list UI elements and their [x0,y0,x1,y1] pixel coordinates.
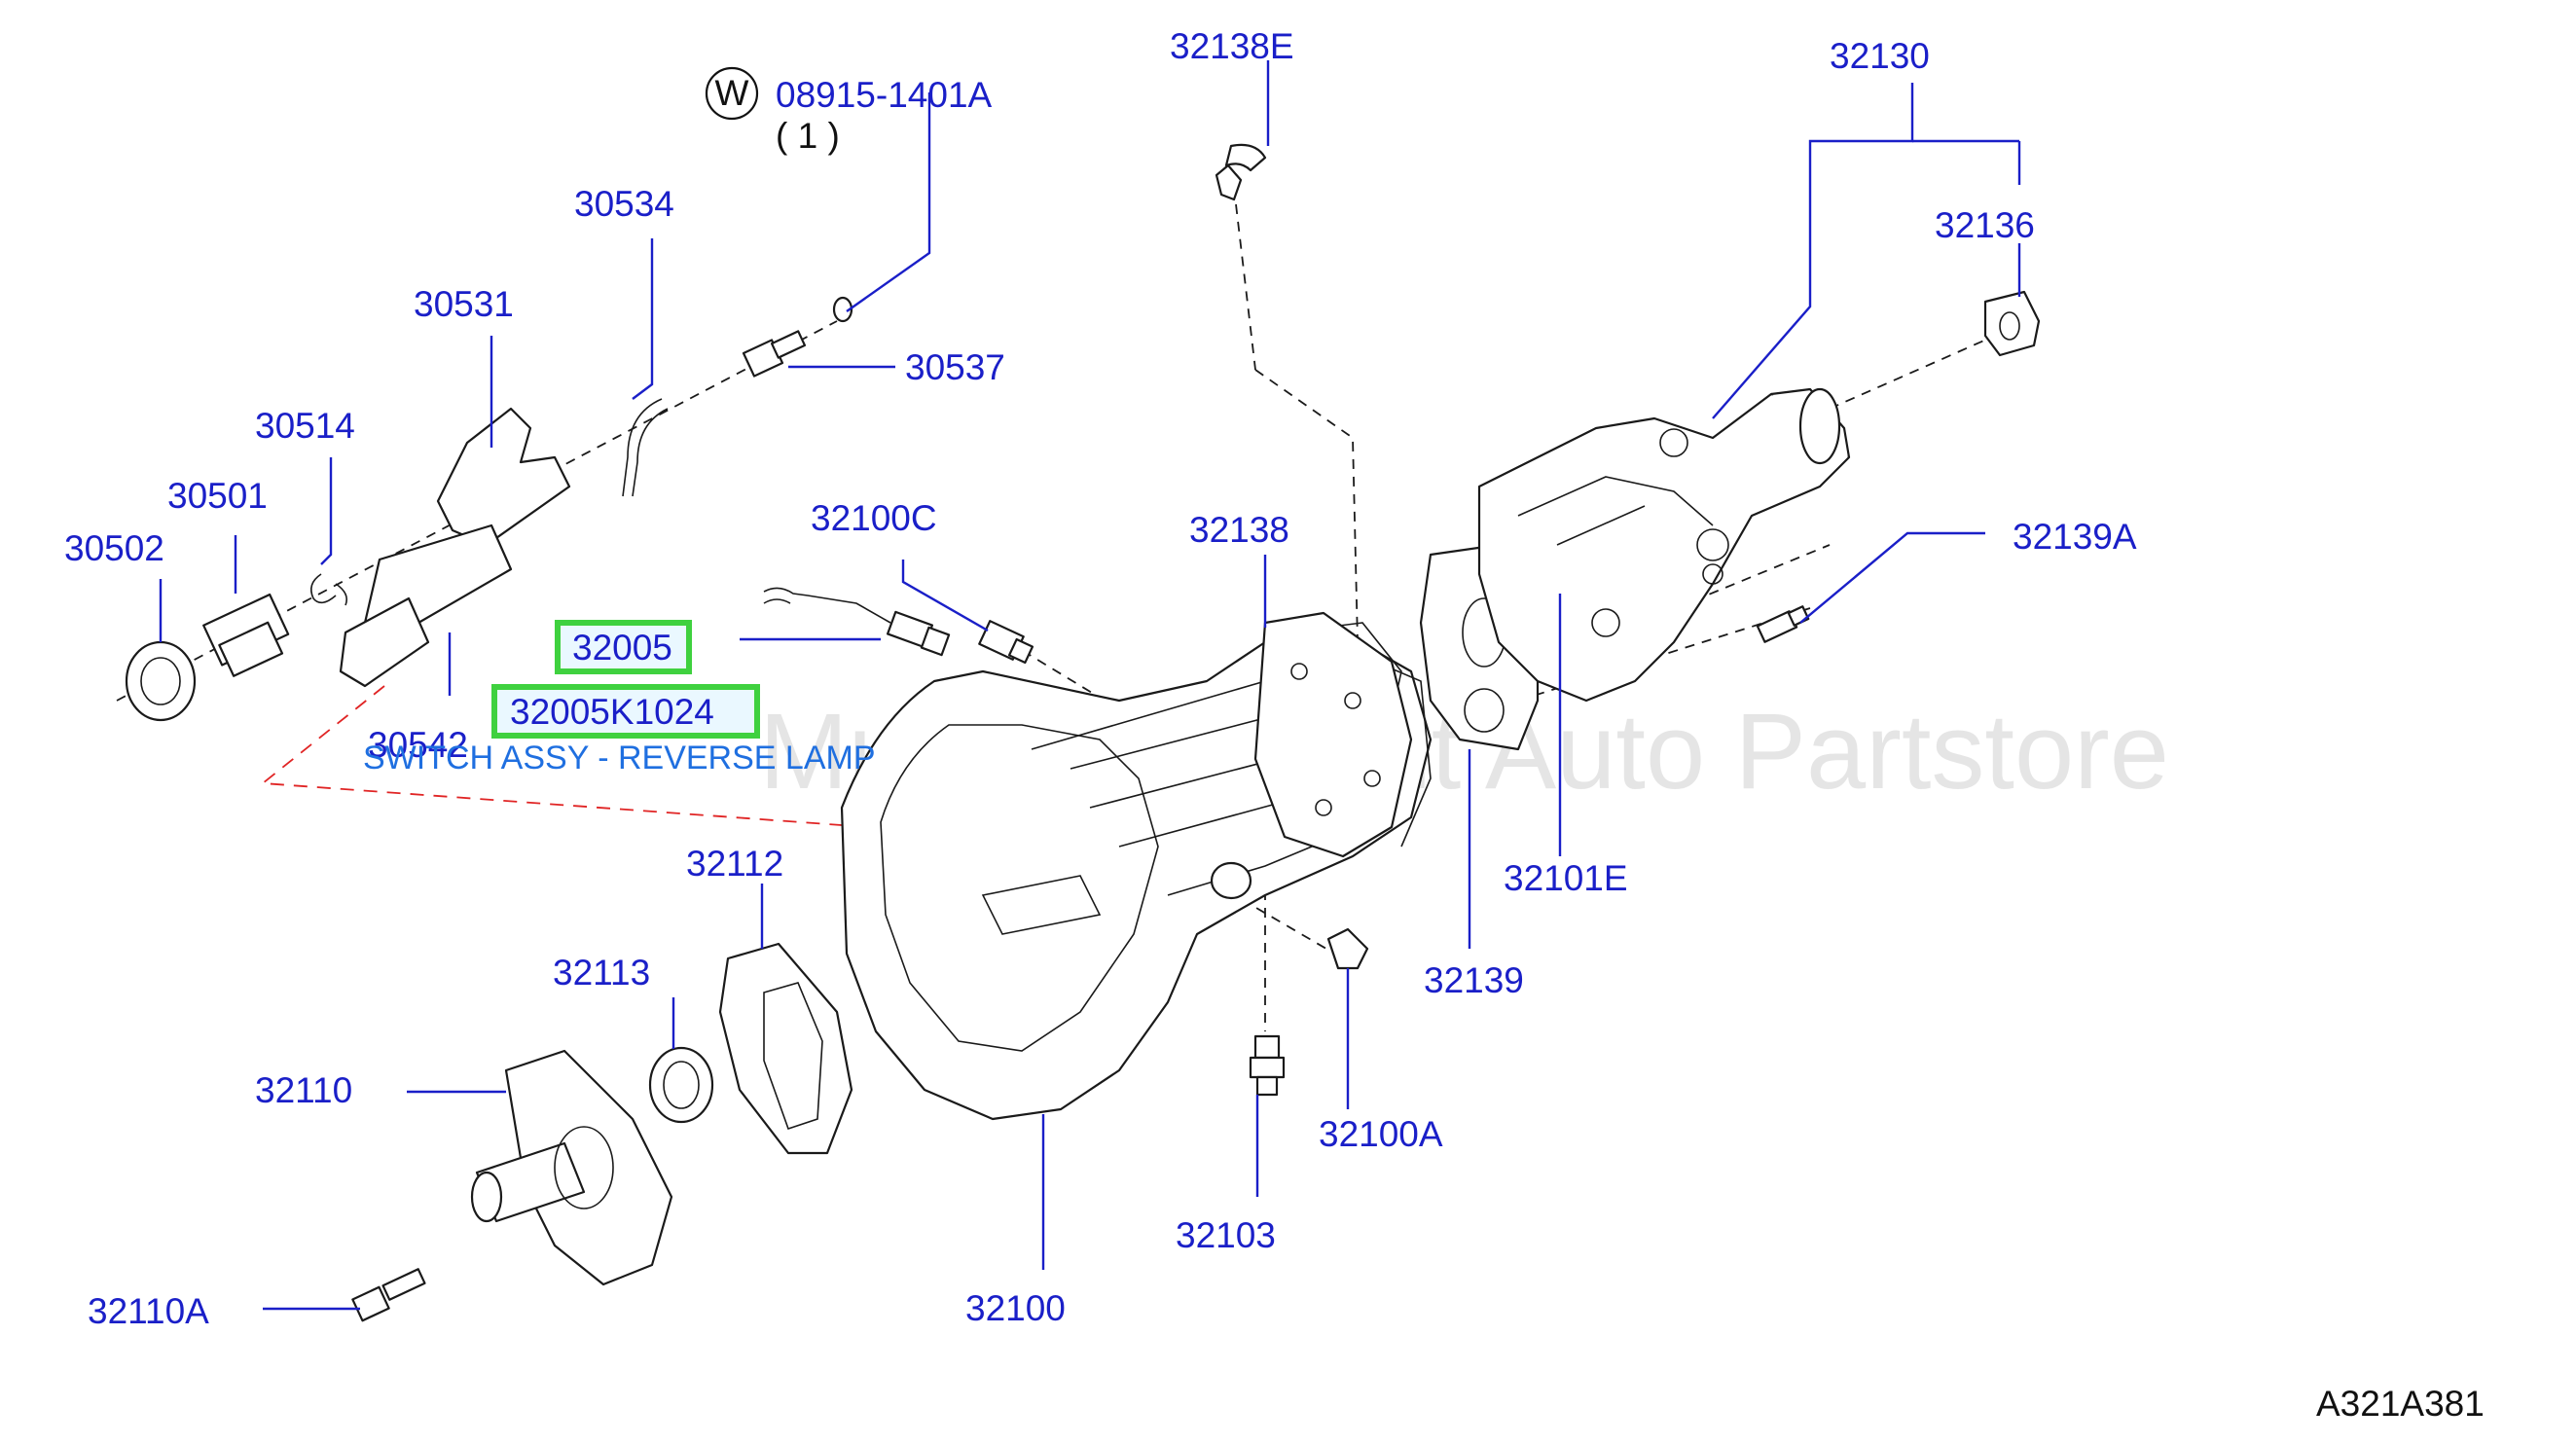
leader-lines [159,60,2021,1311]
highlight-part-number[interactable]: 32005 [572,628,672,668]
part-30514-clip[interactable] [310,573,348,606]
callout-32130[interactable]: 32130 [1830,36,1930,76]
part-32130-extension-housing[interactable] [1477,387,1851,703]
part-30537-bolt[interactable] [742,330,807,378]
callout-32112[interactable]: 32112 [686,844,783,884]
callout-32110A[interactable]: 32110A [88,1291,209,1331]
part-30534-spring[interactable] [622,398,669,497]
washer-quantity: ( 1 ) [776,116,840,156]
part-callouts: 30534 30531 30537 30514 30501 30502 3054… [64,26,2137,1331]
callout-30534[interactable]: 30534 [574,184,674,224]
callout-30537[interactable]: 30537 [905,347,1005,387]
callout-30502[interactable]: 30502 [64,528,164,568]
callout-30514[interactable]: 30514 [255,406,355,446]
part-08915-washer[interactable] [832,296,853,323]
washer-callout[interactable]: W 08915-1401A ( 1 ) [705,66,993,156]
part-32112-gasket[interactable] [718,942,853,1155]
callout-30542[interactable]: 30542 [368,725,468,765]
part-32100C-plug[interactable] [978,620,1034,665]
highlight-description: SWITCH ASSY - REVERSE LAMP [363,740,876,776]
highlight-box-short [555,620,692,674]
callout-32103[interactable]: 32103 [1176,1215,1276,1255]
part-32113-oil-seal[interactable] [648,1046,714,1124]
callout-32100A[interactable]: 32100A [1319,1114,1443,1154]
part-32005-switch[interactable] [763,587,951,657]
part-30502-bushing[interactable] [125,640,197,722]
callout-32100[interactable]: 32100 [965,1288,1066,1328]
callout-32139[interactable]: 32139 [1424,960,1524,1000]
washer-symbol-circle [705,66,759,121]
highlighted-part[interactable]: 32005 32005K1024 SWITCH ASSY - REVERSE L… [363,620,876,776]
highlight-full-part-number[interactable]: 32005K1024 [510,692,714,732]
washer-symbol-letter: W [715,73,749,113]
part-32136-seal[interactable] [1983,290,2041,357]
callout-30531[interactable]: 30531 [414,284,514,324]
part-32103-drain-plug[interactable] [1249,1034,1286,1097]
washer-part-number[interactable]: 08915-1401A [776,75,993,115]
part-32139A-bolt[interactable] [1756,605,1810,643]
callout-32100C[interactable]: 32100C [811,498,937,538]
highlight-box-full [491,684,760,739]
part-32100A-plug[interactable] [1326,927,1369,970]
callout-32139A[interactable]: 32139A [2013,517,2137,557]
diagram-code: A321A381 [2316,1384,2485,1424]
callout-32136[interactable]: 32136 [1935,205,2035,245]
callout-30501[interactable]: 30501 [167,476,268,516]
highlight-box-short-fill [558,623,689,671]
part-30501-pin[interactable] [202,593,290,677]
part-32110-front-cover[interactable] [470,1049,673,1286]
highlight-box-full-fill [494,687,757,736]
highlight-reference-lines [260,685,1072,969]
part-32138-adapter-plate[interactable] [1253,611,1413,858]
callout-32113[interactable]: 32113 [553,953,650,993]
part-30531-fork[interactable] [339,407,571,688]
callout-32110[interactable]: 32110 [255,1070,352,1110]
part-32110A-bolt[interactable] [351,1268,426,1322]
callout-32138E[interactable]: 32138E [1170,26,1294,66]
callout-32101E[interactable]: 32101E [1504,858,1628,898]
part-32138E-breather[interactable] [1215,143,1267,201]
callout-32138[interactable]: 32138 [1189,510,1289,550]
